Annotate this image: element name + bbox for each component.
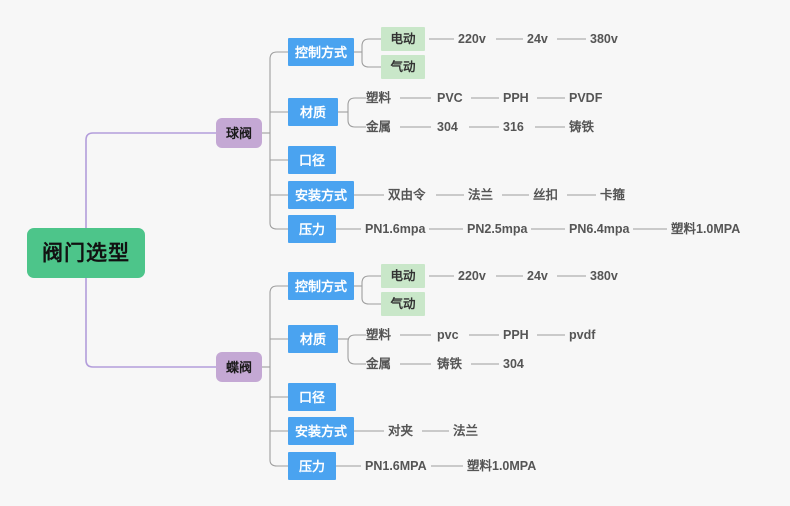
leaf-node-pn16-ball[interactable]: PN1.6mpa [365,221,426,236]
leaf-node-cast-iron-ball[interactable]: 铸铁 [569,119,595,134]
category-node-pressure-ball[interactable]: 压力 [288,215,336,243]
category-node-diameter-ball[interactable]: 口径 [288,146,336,174]
link-ball-cat1 [269,51,288,60]
link-ball-c1-fork [361,38,381,68]
leaf-node-24v-butterfly[interactable]: 24v [527,268,548,283]
link-root-to-ball [85,132,216,228]
leaf-node-plastic-ball[interactable]: 塑料 [366,90,392,105]
leaf-node-wafer-butterfly[interactable]: 对夹 [388,423,414,438]
leaf-node-cast-iron-butterfly[interactable]: 铸铁 [437,356,463,371]
link-ball-cat5 [269,222,288,230]
leaf-node-electric-butterfly[interactable]: 电动 [381,264,425,288]
leaf-node-plastic10-butterfly[interactable]: 塑料1.0MPA [467,458,537,473]
leaf-node-metal-butterfly[interactable]: 金属 [366,356,392,371]
leaf-node-pph-ball[interactable]: PPH [503,90,529,105]
leaf-node-380v-ball[interactable]: 380v [590,31,618,46]
leaf-node-pvdf-ball[interactable]: PVDF [569,90,603,105]
leaf-node-pvc-butterfly[interactable]: pvc [437,327,459,342]
leaf-node-pn64-ball[interactable]: PN6.4mpa [569,221,630,236]
leaf-node-316-ball[interactable]: 316 [503,119,524,134]
leaf-node-flange-ball[interactable]: 法兰 [468,187,494,202]
root-node[interactable]: 阀门选型 [27,228,145,278]
leaf-node-220v-butterfly[interactable]: 220v [458,268,486,283]
leaf-node-220v-ball[interactable]: 220v [458,31,486,46]
leaf-node-24v-ball[interactable]: 24v [527,31,548,46]
category-node-control-mode-butterfly[interactable]: 控制方式 [288,272,354,300]
category-node-material-ball[interactable]: 材质 [288,98,338,126]
leaf-node-double-union-ball[interactable]: 双由令 [388,187,426,202]
category-node-material-butterfly[interactable]: 材质 [288,325,338,353]
leaf-node-thread-ball[interactable]: 丝扣 [533,187,559,202]
leaf-node-plastic10-ball[interactable]: 塑料1.0MPA [671,221,741,236]
leaf-node-pneumatic-butterfly[interactable]: 气动 [381,292,425,316]
category-node-pressure-butterfly[interactable]: 压力 [288,452,336,480]
category-node-installation-ball[interactable]: 安装方式 [288,181,354,209]
leaf-node-clamp-ball[interactable]: 卡箍 [600,187,626,202]
link-butterfly-c2-fork [347,334,366,365]
category-node-control-mode-ball[interactable]: 控制方式 [288,38,354,66]
branch-node-ball-valve[interactable]: 球阀 [216,118,262,148]
leaf-node-pph-butterfly[interactable]: PPH [503,327,529,342]
leaf-node-pneumatic-ball[interactable]: 气动 [381,55,425,79]
link-butterfly-cat1 [269,285,288,294]
category-node-diameter-butterfly[interactable]: 口径 [288,383,336,411]
leaf-node-380v-butterfly[interactable]: 380v [590,268,618,283]
leaf-node-plastic-butterfly[interactable]: 塑料 [366,327,392,342]
link-butterfly-c1-fork [361,275,381,305]
leaf-node-pn16-butterfly[interactable]: PN1.6MPA [365,458,427,473]
link-butterfly-cat5 [269,459,288,467]
leaf-node-pvc-ball[interactable]: PVC [437,90,463,105]
leaf-node-pvdf-butterfly[interactable]: pvdf [569,327,596,342]
leaf-node-flange-butterfly[interactable]: 法兰 [453,423,479,438]
category-node-installation-butterfly[interactable]: 安装方式 [288,417,354,445]
link-ball-c2-fork [347,97,366,128]
leaf-node-304-butterfly[interactable]: 304 [503,356,524,371]
leaf-node-304-ball[interactable]: 304 [437,119,458,134]
leaf-node-electric-ball[interactable]: 电动 [381,27,425,51]
leaf-node-metal-ball[interactable]: 金属 [366,119,392,134]
link-root-to-butterfly [85,278,216,368]
branch-node-butterfly-valve[interactable]: 蝶阀 [216,352,262,382]
leaf-node-pn25-ball[interactable]: PN2.5mpa [467,221,528,236]
